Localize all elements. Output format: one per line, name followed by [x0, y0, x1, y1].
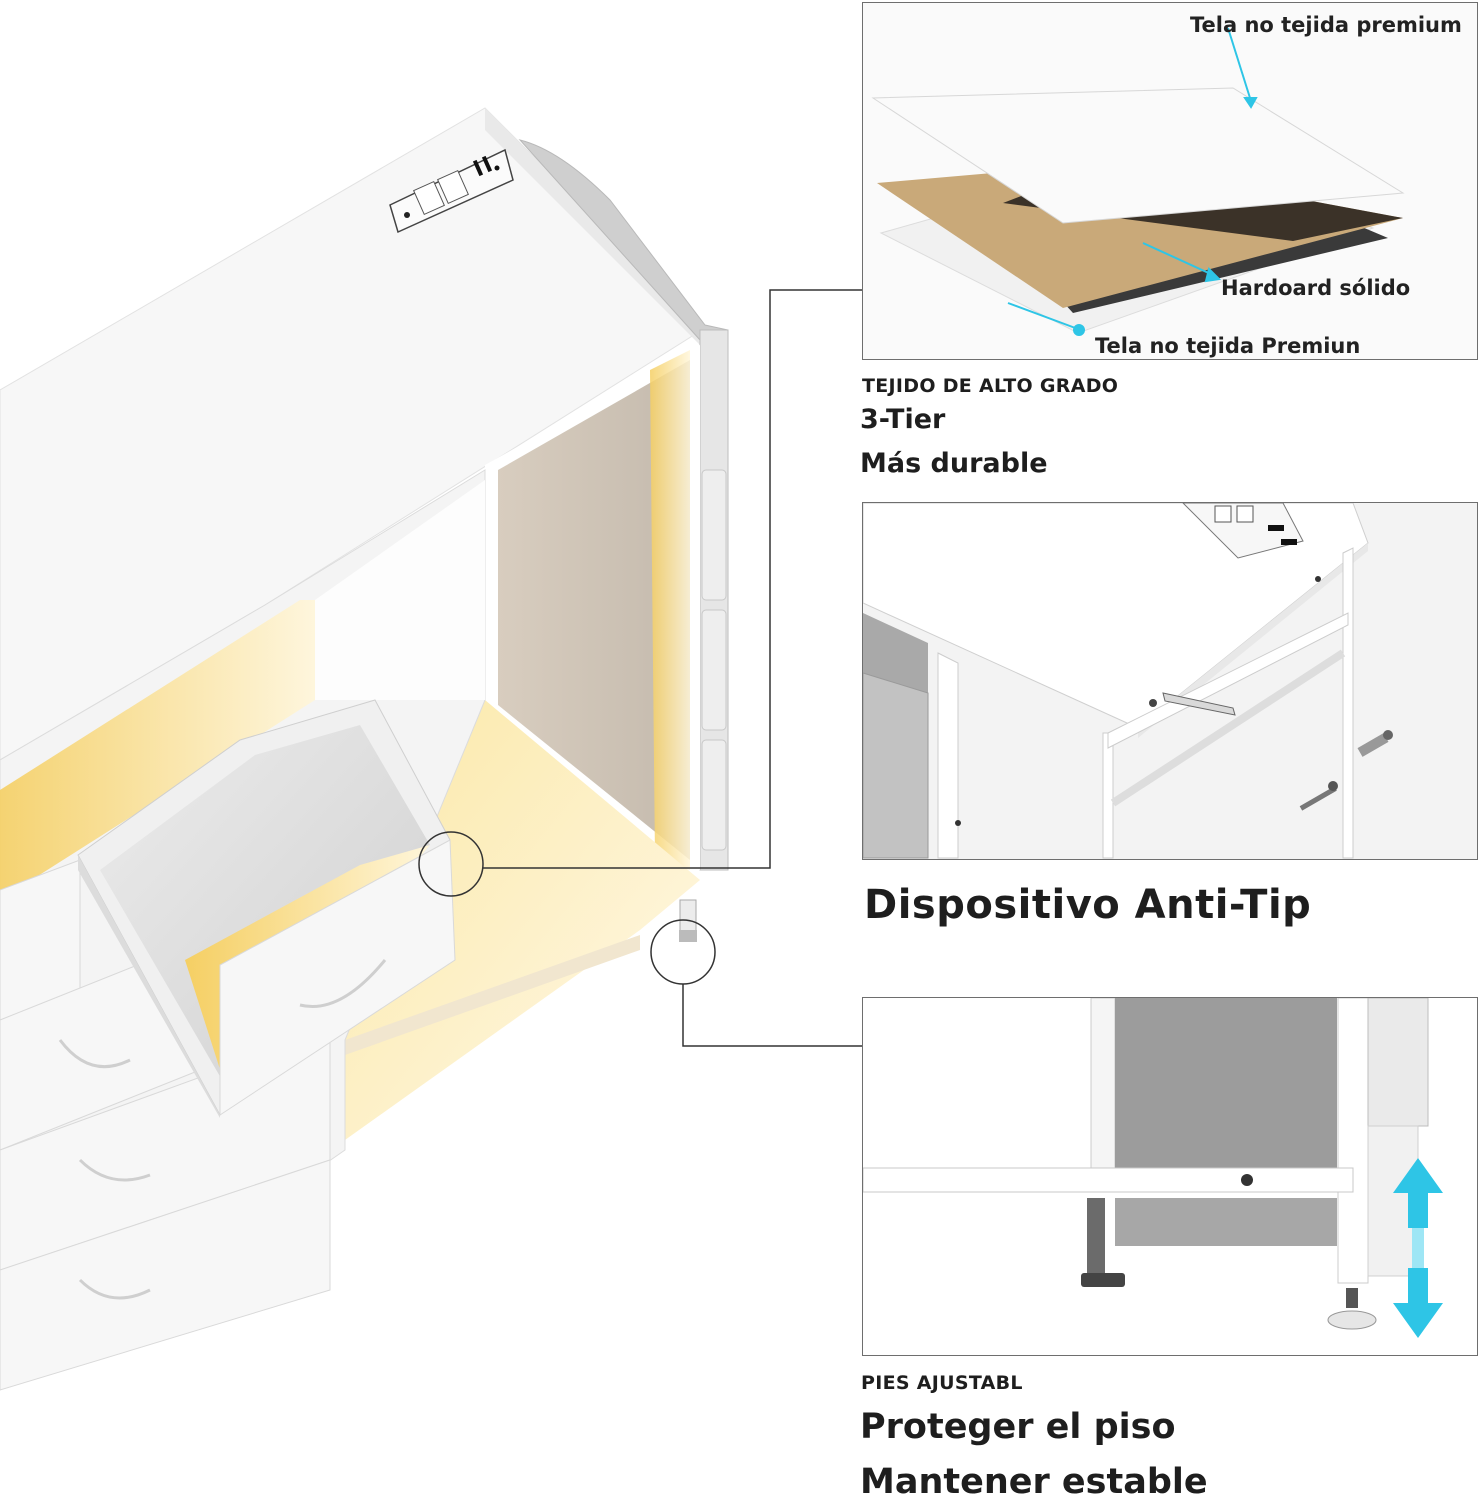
anti-tip-screw [1299, 781, 1338, 811]
feet-caption-small: PIES AJUSTABL [861, 1372, 1023, 1394]
leader-line-feet [682, 984, 862, 1047]
fabric-caption-small: TEJIDO DE ALTO GRADO [862, 375, 1119, 397]
callout-hardboard: Hardoard sólido [1221, 276, 1411, 300]
wall-anchor [1357, 730, 1393, 757]
open-drawer [77, 699, 456, 1118]
anti-tip-callout-circle [418, 831, 484, 897]
fabric-caption-line1: 3-Tier [860, 404, 946, 435]
power-outlet-icon [1182, 503, 1304, 559]
adjustable-feet-panel [862, 997, 1478, 1356]
power-outlet-icon [389, 148, 514, 234]
fabric-caption-line2: Más durable [860, 448, 1048, 479]
fabric-layers-panel: Tela no tejida premium Hardoard sólido T… [862, 2, 1478, 360]
feet-caption-line1: Proteger el piso [860, 1407, 1176, 1447]
leader-line-arrow-icon [1007, 27, 1258, 336]
callout-fabric-bottom: Tela no tejida Premiun [1095, 334, 1361, 358]
up-down-arrow-icon [1393, 1158, 1443, 1338]
feet-caption-line2: Mantener estable [860, 1462, 1208, 1502]
anti-tip-panel [862, 502, 1478, 860]
usb-port-icon [472, 155, 500, 177]
anti-tip-caption: Dispositivo Anti-Tip [864, 882, 1312, 928]
callout-fabric-top: Tela no tejida premium [1190, 13, 1462, 37]
leader-line-fabric [483, 289, 862, 869]
